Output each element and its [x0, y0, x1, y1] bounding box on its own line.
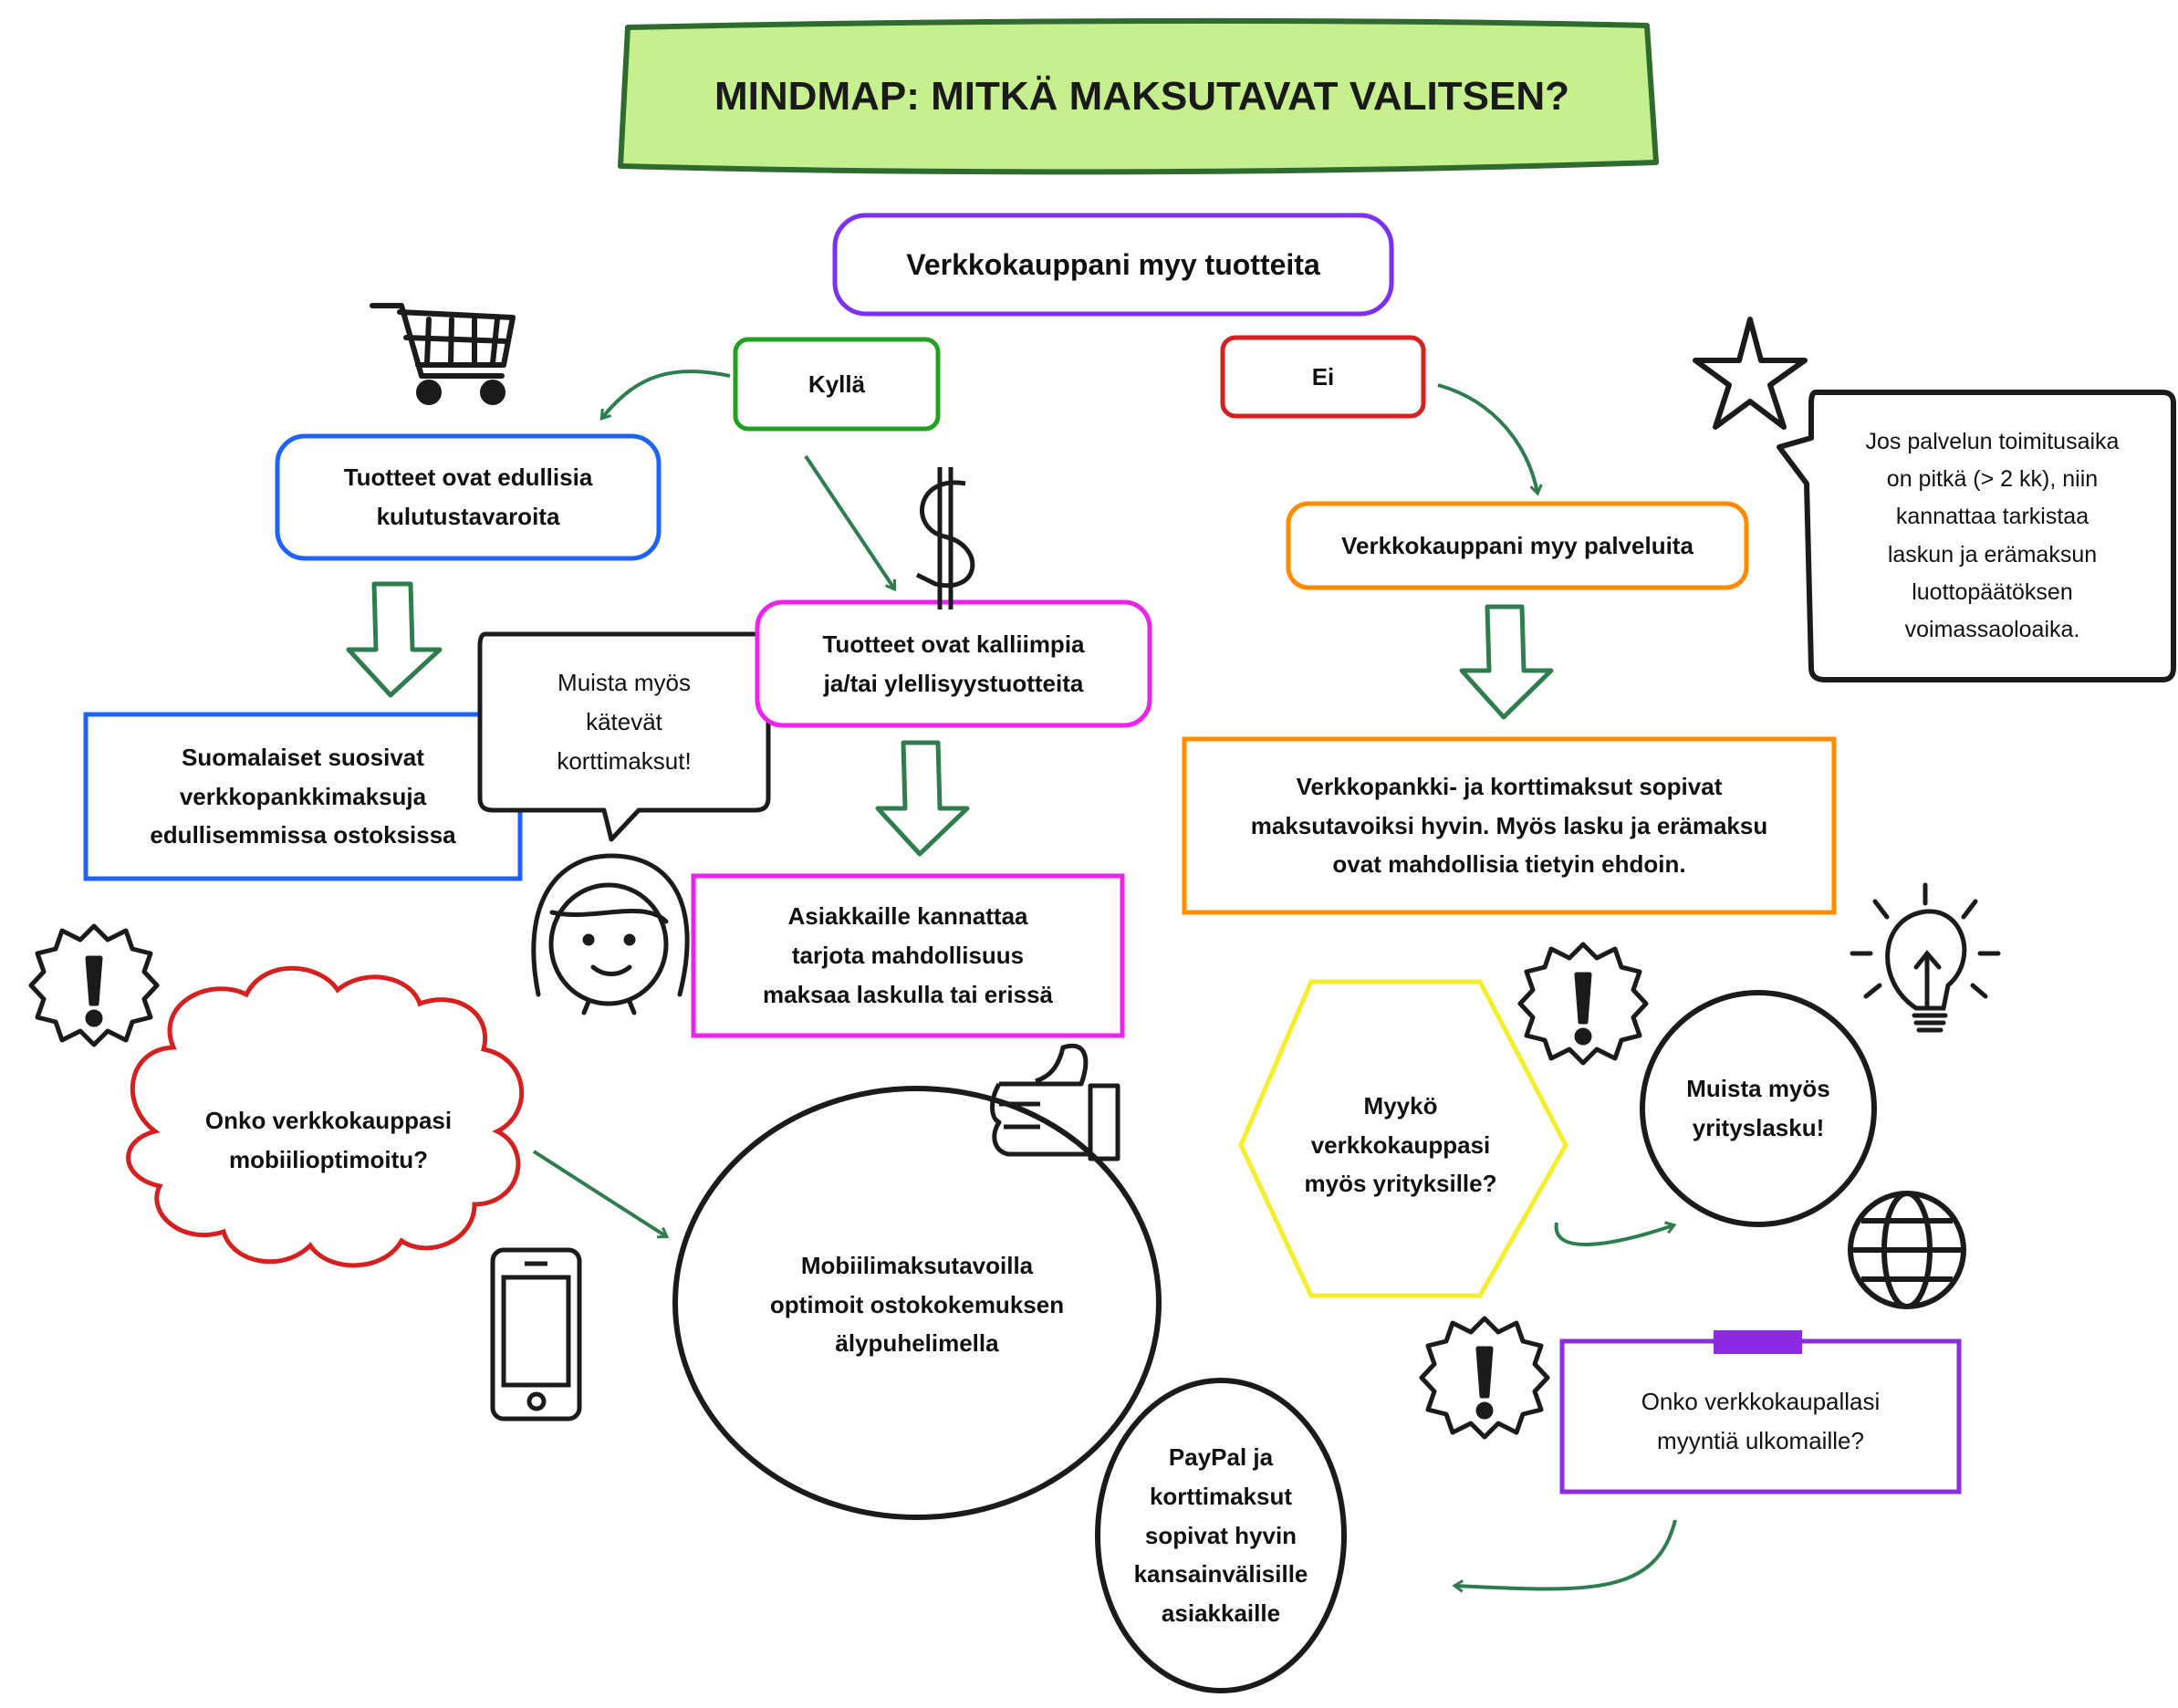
yes-box [733, 337, 941, 432]
paypal-circle [1095, 1378, 1347, 1693]
services-node: Verkkokauppani myy palveluita [1341, 531, 1693, 559]
arrow-business-to-invoice [1554, 1223, 1673, 1246]
page-title: MINDMAP: MITKÄ MAKSUTAVAT VALITSEN? [714, 73, 1569, 119]
no-node: Ei [1311, 362, 1335, 391]
alert-badge-icon [1517, 942, 1649, 1066]
smartphone-icon [490, 1247, 582, 1422]
service-methods-box [1182, 736, 1837, 915]
mobile-question-node: Onko verkkokauppasi mobiilioptimoitu? [204, 1107, 453, 1173]
paypal-node: PayPal ja korttimaksut sopivat hyvin kan… [1133, 1442, 1308, 1628]
shopping-cart-icon [370, 303, 516, 405]
delivery-time-note: Jos palvelun toimitusaika on pitkä (> 2 … [1865, 428, 2120, 642]
no-box [1220, 335, 1426, 419]
cheap-node: Tuotteet ovat edullisia kulutustavaroita [343, 463, 593, 530]
title-banner-shape [618, 17, 1659, 175]
dollar-sign-icon [915, 467, 975, 609]
invoice-node: Asiakkaille kannattaa tarjota mahdollisu… [762, 902, 1053, 1008]
root-box [832, 213, 1394, 317]
business-question-node: Myykö verkkokauppasi myös yrityksille? [1304, 1091, 1497, 1198]
arrow-no-to-services [1437, 383, 1537, 493]
invoice-box [691, 873, 1125, 1038]
finns-node: Suomalaiset suosivat verkkopankkimaksuja… [150, 743, 456, 849]
down-arrow-services [1459, 604, 1554, 720]
expensive-node: Tuotteet ovat kalliimpia ja/tai ylellisy… [822, 630, 1085, 697]
down-arrow-cheap [346, 581, 443, 698]
alert-badge-icon [28, 923, 160, 1047]
alert-badge-icon [1419, 1316, 1550, 1440]
arrow-yes-to-cheap [602, 370, 731, 418]
services-box [1286, 501, 1749, 590]
service-methods-node: Verkkopankki- ja korttimaksut sopivat ma… [1250, 772, 1768, 879]
down-arrow-expensive [875, 740, 970, 857]
mobile-pay-circle [672, 1086, 1162, 1520]
tape-strip [1714, 1330, 1802, 1354]
abroad-question-node: Onko verkkokaupallasi myyntiä ulkomaille… [1641, 1387, 1881, 1454]
yes-node: Kyllä [808, 370, 866, 398]
mobile-cloud [126, 965, 525, 1268]
arrow-yes-to-expensive [804, 454, 894, 588]
arrow-mobile-q-to-mobile-pay [532, 1150, 666, 1236]
business-invoice-circle [1640, 990, 1877, 1227]
remember-cards-note: Muista myös kätevät korttimaksut! [557, 669, 692, 775]
globe-icon [1848, 1191, 1966, 1309]
business-invoice-node: Muista myös yrityslasku! [1686, 1075, 1830, 1141]
arrow-abroad-to-paypal [1455, 1519, 1677, 1589]
expensive-box [755, 599, 1152, 728]
delivery-note-bubble [1777, 390, 2176, 682]
star-icon [1693, 317, 1808, 430]
cheap-box [275, 433, 662, 561]
root-node: Verkkokauppani myy tuotteita [906, 247, 1320, 281]
mobile-pay-node: Mobiilimaksutavoilla optimoit ostokokemu… [769, 1251, 1065, 1358]
thumbs-up-icon [990, 1043, 1120, 1161]
girl-face-icon [531, 853, 690, 1015]
lightbulb-icon [1850, 882, 2001, 1033]
business-hexagon [1238, 979, 1568, 1298]
